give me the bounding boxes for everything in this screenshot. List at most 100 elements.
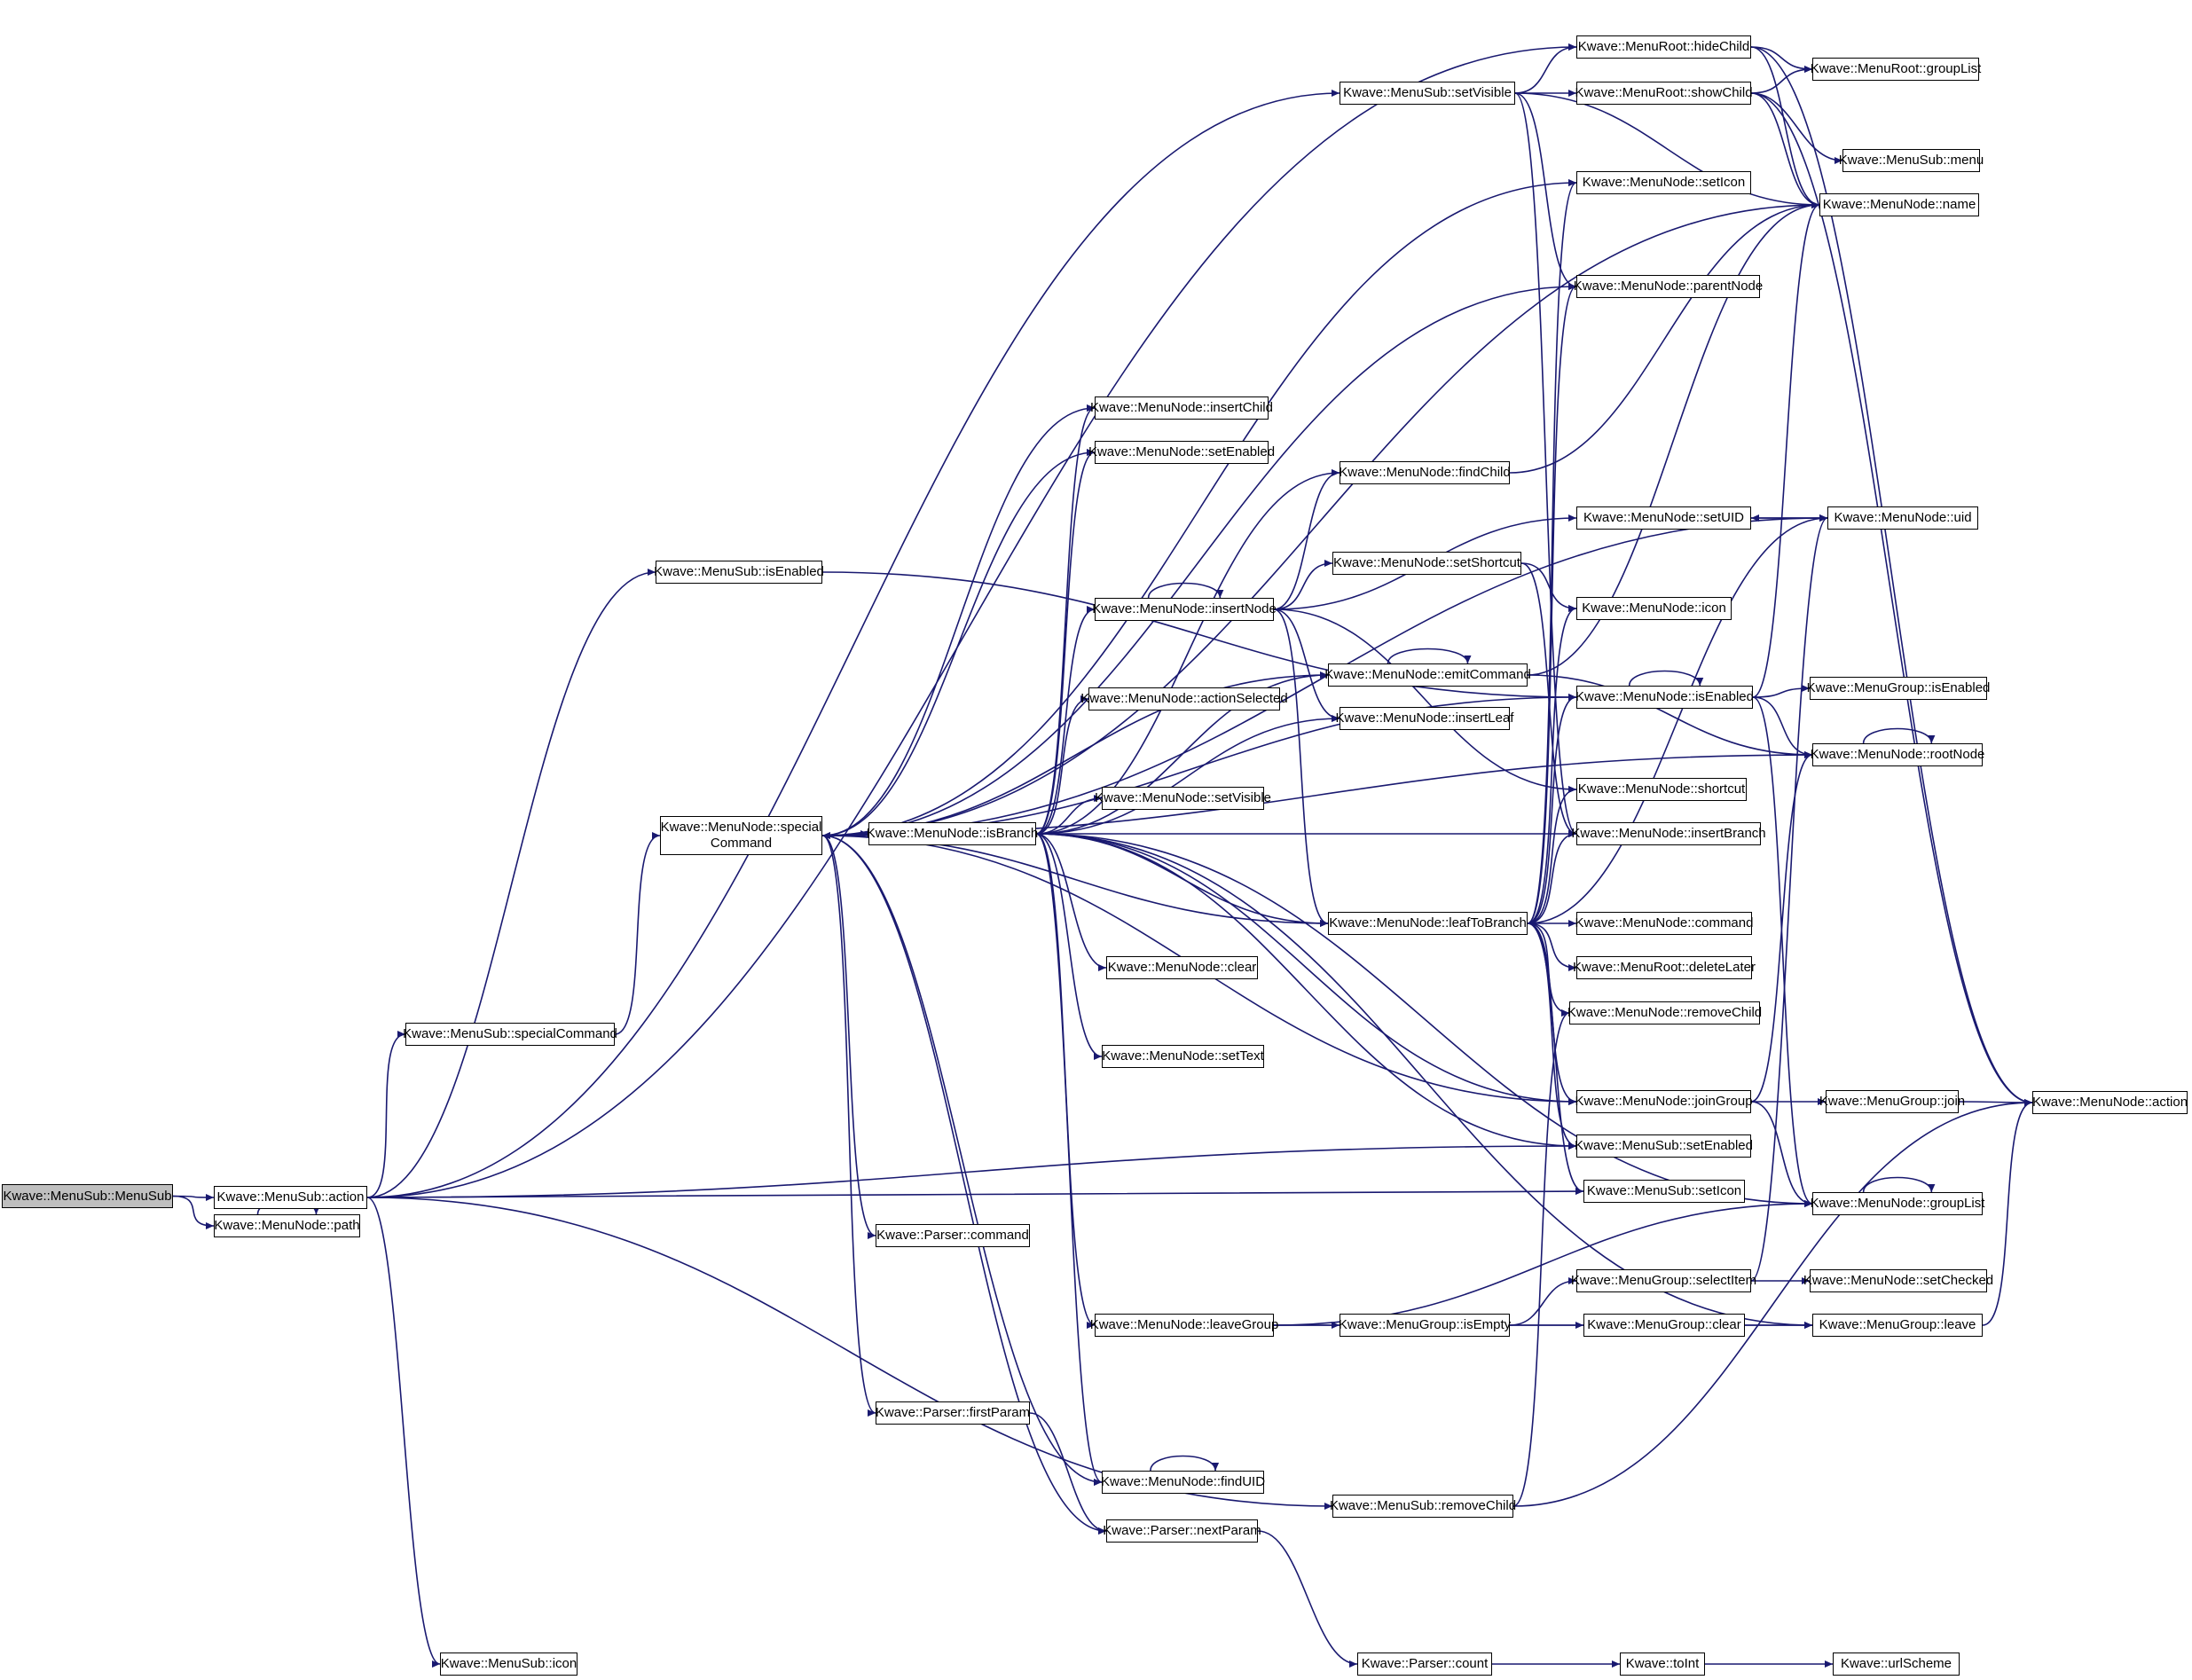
node-kwave-menusub-menusub[interactable]: Kwave::MenuSub::MenuSub	[2, 1184, 173, 1208]
node-kwave-menunode-setvisible[interactable]: Kwave::MenuNode::setVisible	[1095, 787, 1271, 810]
edge-n38-to-n43	[1750, 1101, 1813, 1207]
edge-n1-to-n36	[366, 1031, 406, 1198]
edge-n36-to-n28	[614, 832, 661, 1035]
edge-n45-to-n16	[1750, 514, 1828, 1282]
node-kwave-menunode-setenabled[interactable]: Kwave::MenuNode::setEnabled	[1088, 441, 1275, 464]
edge-n28-to-n31	[821, 835, 1329, 927]
node-kwave-menunode-leavegroup[interactable]: Kwave::MenuNode::leaveGroup	[1090, 1314, 1278, 1337]
node-kwave-menunode-seticon[interactable]: Kwave::MenuNode::setIcon	[1576, 171, 1751, 194]
edge-n54-to-n56	[1257, 1530, 1358, 1668]
node-kwave-menunode-icon[interactable]: Kwave::MenuNode::icon	[1576, 597, 1732, 620]
edge-n13-to-n9	[1509, 201, 1820, 474]
node-kwave-menunode-name[interactable]: Kwave::MenuNode::name	[1819, 193, 1979, 216]
node-kwave-menugroup-isenabled[interactable]: Kwave::MenuGroup::isEnabled	[1807, 677, 1990, 700]
node-kwave-menunode-parentnode[interactable]: Kwave::MenuNode::parentNode	[1574, 275, 1763, 298]
edge-n31-to-n27	[1527, 786, 1577, 924]
node-kwave-menunode-leaftobranch[interactable]: Kwave::MenuNode::leafToBranch	[1328, 912, 1528, 935]
edge-n31-to-n30	[1527, 830, 1577, 924]
node-kwave-menunode-clear[interactable]: Kwave::MenuNode::clear	[1106, 956, 1258, 979]
node-kwave-menunode-isbranch[interactable]: Kwave::MenuNode::isBranch	[867, 822, 1038, 845]
node-kwave-menuroot-hidechild[interactable]: Kwave::MenuRoot::hideChild	[1576, 35, 1751, 59]
node-kwave-menusub-specialcommand[interactable]: Kwave::MenuSub::specialCommand	[403, 1023, 617, 1046]
edge-n20-to-n25	[1527, 674, 1813, 758]
node-kwave-menugroup-clear[interactable]: Kwave::MenuGroup::clear	[1583, 1314, 1745, 1337]
edge-n5-to-n7	[1750, 92, 1843, 164]
node-kwave-menusub-seticon[interactable]: Kwave::MenuSub::setIcon	[1583, 1180, 1745, 1203]
edge-n1-to-n41	[366, 1142, 1577, 1198]
node-kwave-menunode-isenabled[interactable]: Kwave::MenuNode::isEnabled	[1575, 686, 1754, 709]
edge-n31-to-n34	[1527, 922, 1577, 971]
node-kwave-parser-nextparam[interactable]: Kwave::Parser::nextParam	[1103, 1519, 1261, 1543]
edge-n50-to-n40	[1982, 1099, 2033, 1326]
node-kwave-menunode-setuid[interactable]: Kwave::MenuNode::setUID	[1576, 506, 1751, 530]
node-kwave-menunode-settext[interactable]: Kwave::MenuNode::setText	[1102, 1045, 1264, 1068]
node-kwave-menusub-action[interactable]: Kwave::MenuSub::action	[214, 1186, 367, 1209]
node-kwave-menusub-icon[interactable]: Kwave::MenuSub::icon	[440, 1653, 577, 1676]
node-kwave-menunode-insertbranch[interactable]: Kwave::MenuNode::insertBranch	[1571, 822, 1766, 845]
edge-n48-to-n45	[1509, 1277, 1577, 1326]
node-kwave-menugroup-isempty[interactable]: Kwave::MenuGroup::isEmpty	[1339, 1314, 1511, 1337]
edge-n5-to-n6	[1750, 66, 1813, 94]
edge-n25-to-n25	[1862, 727, 1936, 744]
edge-n29-to-n37	[1035, 833, 1103, 1060]
node-kwave-menugroup-join[interactable]: Kwave::MenuGroup::join	[1819, 1090, 1965, 1113]
edge-n31-to-n42	[1527, 922, 1584, 1195]
node-kwave-menunode-actionselected[interactable]: Kwave::MenuNode::actionSelected	[1080, 687, 1288, 710]
node-kwave-menusub-menu[interactable]: Kwave::MenuSub::menu	[1839, 149, 1984, 172]
node-kwave-menusub-setvisible[interactable]: Kwave::MenuSub::setVisible	[1340, 82, 1515, 105]
node-kwave-parser-firstparam[interactable]: Kwave::Parser::firstParam	[876, 1401, 1030, 1425]
edge-n18-to-n17	[1273, 560, 1333, 610]
edge-n31-to-n8	[1527, 179, 1577, 924]
edge-n17-to-n19	[1520, 562, 1577, 612]
edge-n3-to-n9	[1750, 46, 1820, 208]
edge-n4-to-n3	[1514, 43, 1577, 94]
node-kwave-urlscheme[interactable]: Kwave::urlScheme	[1833, 1653, 1960, 1676]
edge-n29-to-n33	[1035, 833, 1107, 971]
edge-n53-to-n35	[1512, 1009, 1570, 1507]
edge-n5-to-n40	[1750, 92, 2033, 1106]
node-kwave-menunode-path[interactable]: Kwave::MenuNode::path	[214, 1214, 360, 1237]
edge-n20-to-n20	[1387, 648, 1472, 664]
node-kwave-menusub-removechild[interactable]: Kwave::MenuSub::removeChild	[1330, 1495, 1516, 1518]
node-kwave-menunode-joingroup[interactable]: Kwave::MenuNode::joinGroup	[1575, 1090, 1753, 1113]
node-kwave-menunode-insertleaf[interactable]: Kwave::MenuNode::insertLeaf	[1336, 707, 1513, 730]
node-kwave-menunode-setchecked[interactable]: Kwave::MenuNode::setChecked	[1803, 1269, 1993, 1292]
node-kwave-menunode-rootnode[interactable]: Kwave::MenuNode::rootNode	[1811, 743, 1984, 766]
edge-n18-to-n24	[1273, 608, 1340, 722]
edge-n1-to-n42	[366, 1188, 1584, 1198]
edge-n21-to-n9	[1752, 201, 1820, 698]
node-kwave-menunode-setshortcut[interactable]: Kwave::MenuNode::setShortcut	[1332, 552, 1521, 575]
node-kwave-menunode-shortcut[interactable]: Kwave::MenuNode::shortcut	[1576, 778, 1747, 801]
node-kwave-menunode-command[interactable]: Kwave::MenuNode::command	[1575, 912, 1753, 935]
node-kwave-menunode-grouplist[interactable]: Kwave::MenuNode::groupList	[1811, 1192, 1984, 1215]
node-kwave-menunode-special-command[interactable]: Kwave::MenuNode::special Command	[660, 816, 822, 855]
node-kwave-menunode-emitcommand[interactable]: Kwave::MenuNode::emitCommand	[1324, 663, 1531, 687]
edge-n29-to-n24	[1035, 715, 1340, 835]
edge-n28-to-n54	[821, 835, 1107, 1535]
edge-n3-to-n6	[1750, 46, 1813, 73]
node-kwave-toint[interactable]: Kwave::toInt	[1620, 1653, 1705, 1676]
edge-n1-to-n14	[366, 569, 656, 1198]
node-kwave-menusub-isenabled[interactable]: Kwave::MenuSub::isEnabled	[654, 561, 824, 584]
node-kwave-menuroot-grouplist[interactable]: Kwave::MenuRoot::groupList	[1811, 58, 1981, 81]
edge-n43-to-n43	[1862, 1176, 1936, 1193]
node-kwave-menuroot-deletelater[interactable]: Kwave::MenuRoot::deleteLater	[1573, 956, 1756, 979]
edge-n31-to-n16	[1527, 514, 1828, 924]
node-kwave-menusub-setenabled[interactable]: Kwave::MenuSub::setEnabled	[1575, 1134, 1753, 1158]
node-kwave-menuroot-showchild[interactable]: Kwave::MenuRoot::showChild	[1575, 82, 1753, 105]
node-kwave-menunode-removechild[interactable]: Kwave::MenuNode::removeChild	[1567, 1001, 1762, 1024]
node-kwave-menunode-findchild[interactable]: Kwave::MenuNode::findChild	[1339, 461, 1511, 484]
edge-n5-to-n9	[1750, 92, 1820, 208]
node-kwave-menugroup-leave[interactable]: Kwave::MenuGroup::leave	[1812, 1314, 1983, 1337]
node-kwave-parser-count[interactable]: Kwave::Parser::count	[1357, 1653, 1492, 1676]
node-kwave-menunode-insertchild[interactable]: Kwave::MenuNode::insertChild	[1090, 396, 1273, 420]
node-kwave-menunode-action[interactable]: Kwave::MenuNode::action	[2032, 1091, 2188, 1114]
node-kwave-parser-command[interactable]: Kwave::Parser::command	[876, 1224, 1030, 1247]
node-kwave-menunode-insertnode[interactable]: Kwave::MenuNode::insertNode	[1092, 598, 1277, 621]
edge-n18-to-n18	[1147, 582, 1224, 599]
edge-n38-to-n25	[1750, 751, 1813, 1103]
node-kwave-menugroup-selectitem[interactable]: Kwave::MenuGroup::selectItem	[1571, 1269, 1756, 1292]
node-kwave-menunode-finduid[interactable]: Kwave::MenuNode::findUID	[1101, 1471, 1265, 1494]
edge-n1-to-n55	[366, 1197, 441, 1668]
node-kwave-menunode-uid[interactable]: Kwave::MenuNode::uid	[1827, 506, 1978, 530]
